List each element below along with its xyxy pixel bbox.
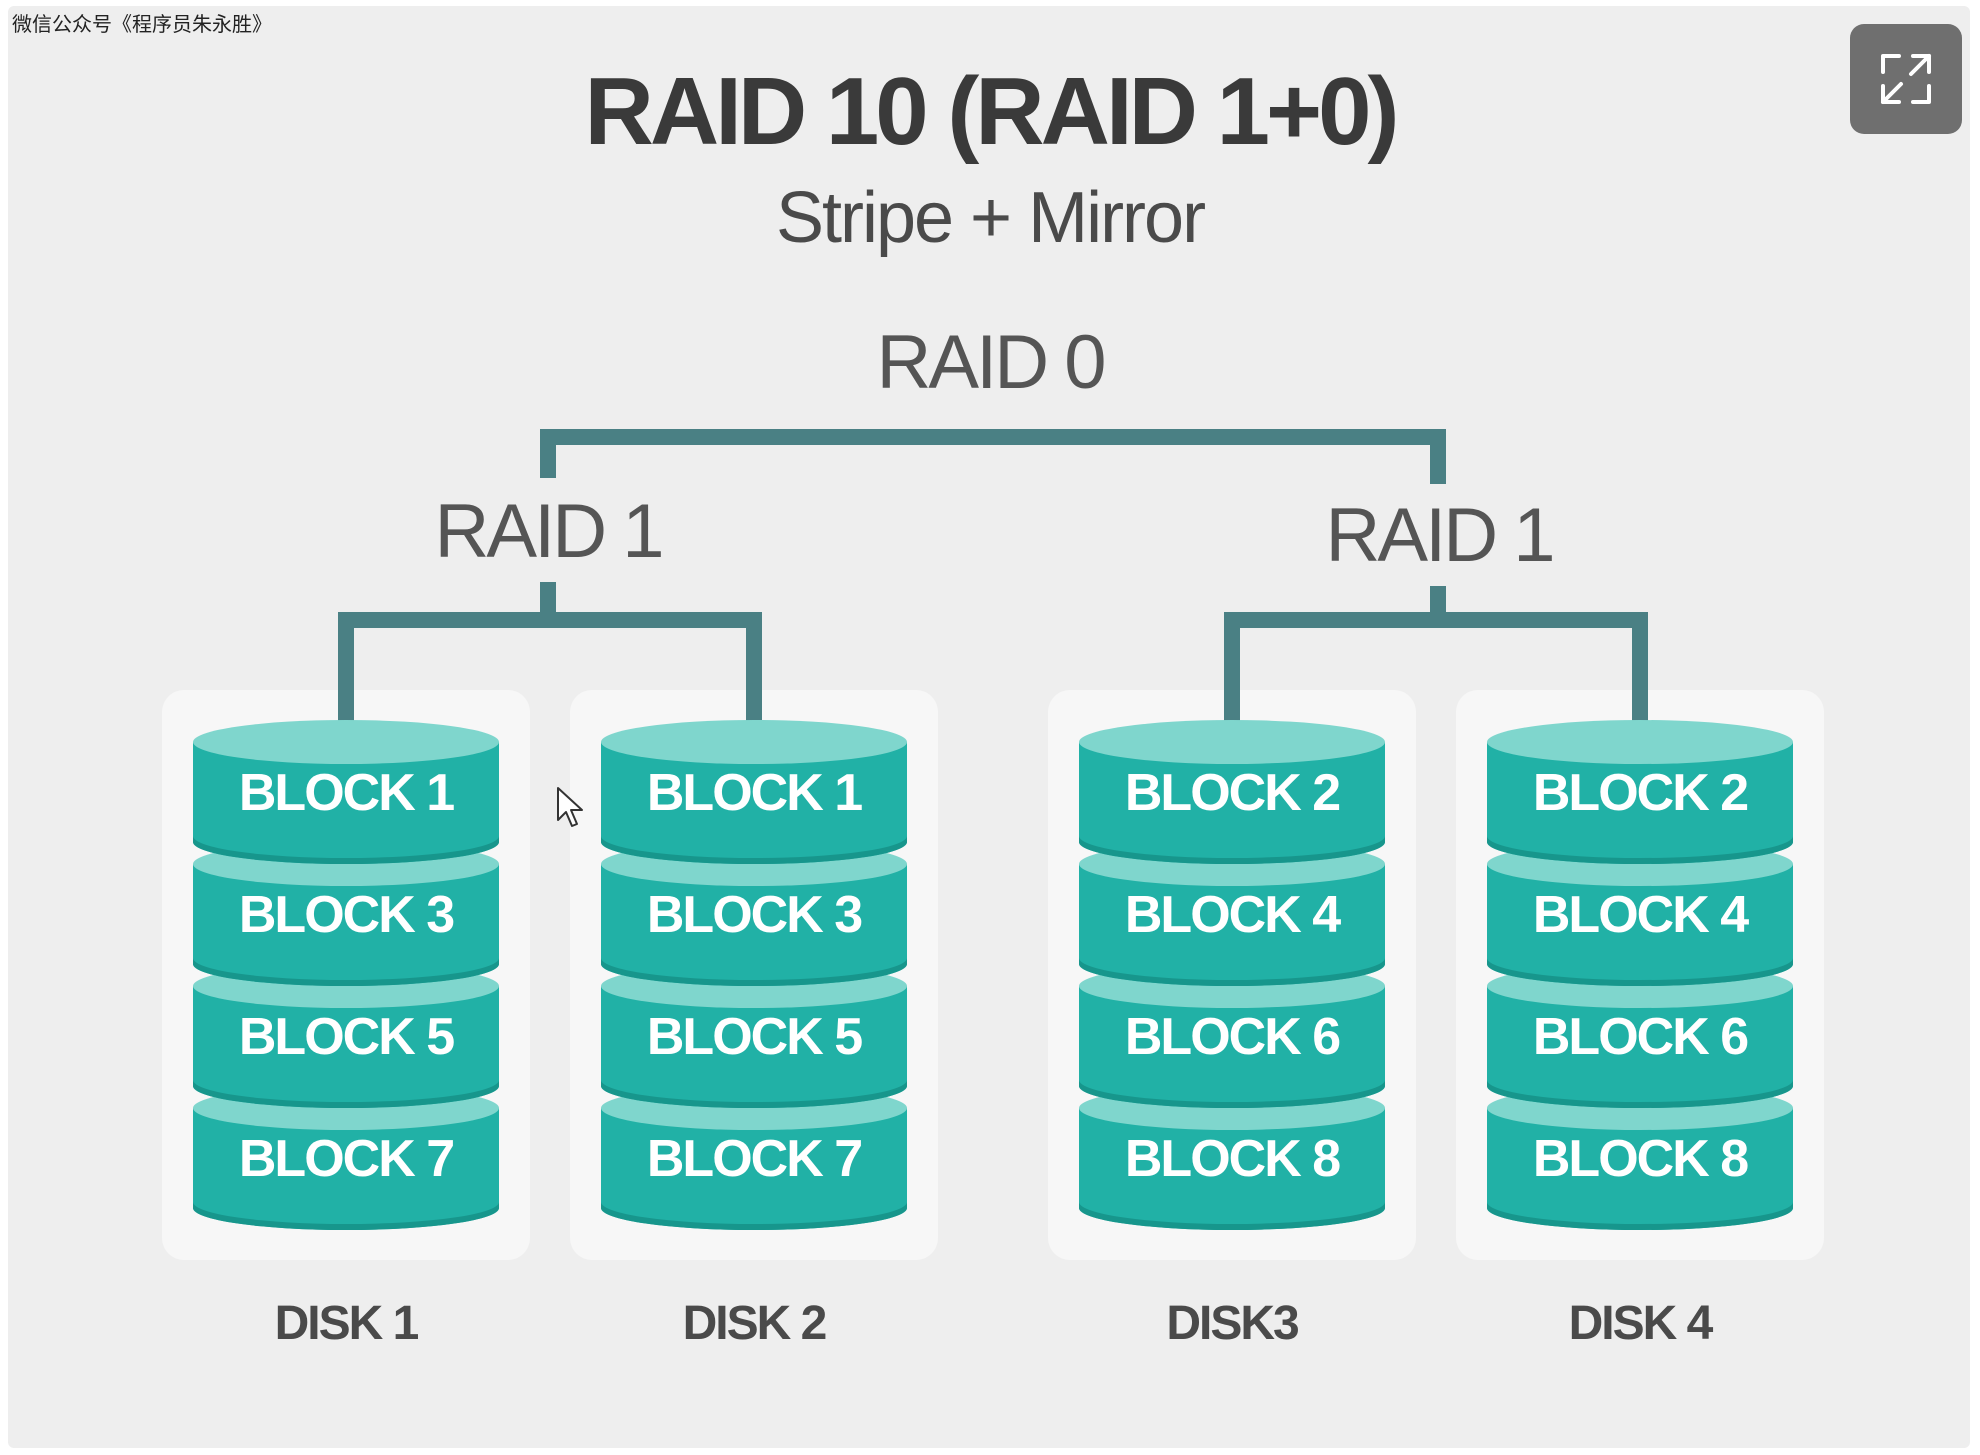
disk-2-layer-2: [601, 864, 907, 986]
disk-4-layer-1-top: [1487, 720, 1793, 764]
disk-1-layer-4: [193, 1108, 499, 1230]
disk-1-layer-2: [193, 864, 499, 986]
disk-4-layer-3: [1487, 986, 1793, 1108]
disk-4-layer-2-shade: [1487, 958, 1793, 986]
disk-label-1: DISK 1: [274, 1297, 420, 1350]
disk-1-layer-3-shade: [193, 1080, 499, 1108]
raid1-label-right: RAID 1: [1325, 493, 1556, 578]
disk-label-2: DISK 2: [682, 1297, 828, 1350]
block-label: BLOCK 6: [1533, 1008, 1748, 1066]
disk-3-layer-4-shade: [1079, 1202, 1385, 1230]
disk-4-layer-3-shade: [1487, 1080, 1793, 1108]
block-label: BLOCK 4: [1125, 886, 1341, 944]
disk-3-layer-1-shade: [1079, 836, 1385, 864]
block-label: BLOCK 8: [1125, 1130, 1340, 1188]
block-label: BLOCK 8: [1533, 1130, 1748, 1188]
block-label: BLOCK 1: [239, 764, 454, 822]
page-title: RAID 10 (RAID 1+0): [584, 58, 1400, 165]
block-label: BLOCK 5: [239, 1008, 454, 1066]
expand-button[interactable]: [1850, 24, 1962, 134]
block-label: BLOCK 7: [239, 1130, 453, 1188]
disk-1-layer-2-shade: [193, 958, 499, 986]
block-label: BLOCK 3: [647, 886, 862, 944]
disk-2-layer-3-shade: [601, 1080, 907, 1108]
disk-3-layer-1-top: [1079, 720, 1385, 764]
raid0-label: RAID 0: [876, 320, 1107, 405]
disk-2-layer-3: [601, 986, 907, 1108]
raid1-label-left: RAID 1: [434, 489, 665, 574]
disk-label-3: DISK3: [1166, 1297, 1299, 1350]
block-label: BLOCK 2: [1533, 764, 1747, 822]
disk-2-layer-4: [601, 1108, 907, 1230]
disk-1-layer-1-shade: [193, 836, 499, 864]
raid1-right-connector: [1224, 612, 1648, 740]
disk-label-4: DISK 4: [1568, 1297, 1714, 1350]
watermark: 微信公众号《程序员朱永胜》: [12, 12, 272, 36]
disk-3-layer-2-shade: [1079, 958, 1385, 986]
disk-3-layer-1: [1079, 742, 1385, 864]
block-label: BLOCK 4: [1533, 886, 1749, 944]
disk-2-layer-1-top: [601, 720, 907, 764]
disk-4-layer-2: [1487, 864, 1793, 986]
page-subtitle: Stripe + Mirror: [775, 178, 1206, 258]
block-label: BLOCK 5: [647, 1008, 862, 1066]
raid0-connector: [540, 429, 1446, 484]
block-label: BLOCK 3: [239, 886, 454, 944]
disk-4-layer-1-shade: [1487, 836, 1793, 864]
disk-2-layer-1-shade: [601, 836, 907, 864]
block-label: BLOCK 6: [1125, 1008, 1340, 1066]
disk-2-layer-4-shade: [601, 1202, 907, 1230]
expand-icon: [1881, 54, 1931, 104]
block-label: BLOCK 7: [647, 1130, 861, 1188]
disk-4-layer-1: [1487, 742, 1793, 864]
disk-1-layer-1-top: [193, 720, 499, 764]
disk-4-layer-4-shade: [1487, 1202, 1793, 1230]
block-label: BLOCK 1: [647, 764, 862, 822]
disk-1-layer-3: [193, 986, 499, 1108]
disk-3-layer-3: [1079, 986, 1385, 1108]
disk-3-layer-3-shade: [1079, 1080, 1385, 1108]
disk-2-layer-2-shade: [601, 958, 907, 986]
disk-3-layer-2: [1079, 864, 1385, 986]
mouse-cursor-icon: [557, 787, 583, 827]
disk-1-layer-1: [193, 742, 499, 864]
block-label: BLOCK 2: [1125, 764, 1339, 822]
disk-1-layer-4-shade: [193, 1202, 499, 1230]
disk-3-layer-4: [1079, 1108, 1385, 1230]
disk-4-layer-4: [1487, 1108, 1793, 1230]
disk-2-layer-1: [601, 742, 907, 864]
raid1-left-connector: [338, 612, 762, 740]
